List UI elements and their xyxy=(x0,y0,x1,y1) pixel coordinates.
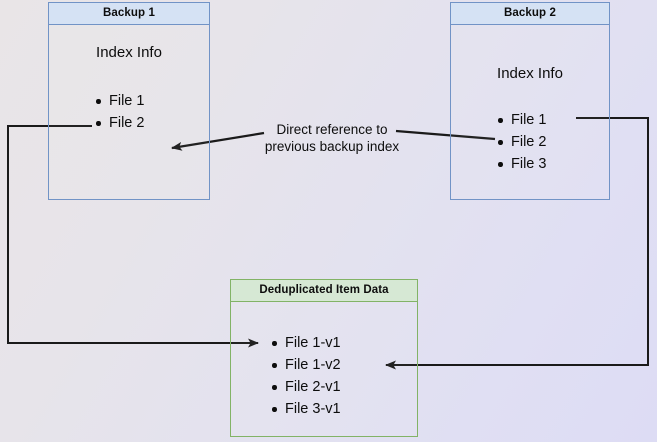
backup-2-index-label: Index Info xyxy=(497,65,563,82)
annotation-line-1: Direct reference to xyxy=(276,122,388,137)
deduplicated-item-data-body: File 1-v1 File 1-v2 File 2-v1 File 3-v1 xyxy=(231,302,417,436)
list-item[interactable]: File 1 xyxy=(95,90,144,112)
list-item[interactable]: File 3 xyxy=(497,153,546,175)
list-item[interactable]: File 3-v1 xyxy=(271,398,341,420)
backup-2-box[interactable]: Backup 2 Index Info File 1 File 2 File 3 xyxy=(450,2,610,200)
backup-2-body: Index Info File 1 File 2 File 3 xyxy=(451,25,609,199)
connector-backup1-to-dedup xyxy=(7,125,259,348)
backup-1-body: Index Info File 1 File 2 xyxy=(49,25,209,199)
deduplicated-item-data-box[interactable]: Deduplicated Item Data File 1-v1 File 1-… xyxy=(230,279,418,437)
backup-2-file-list: File 1 File 2 File 3 xyxy=(497,109,546,175)
list-item[interactable]: File 2 xyxy=(95,112,144,134)
list-item[interactable]: File 1-v2 xyxy=(271,354,341,376)
list-item[interactable]: File 1 xyxy=(497,109,546,131)
list-item[interactable]: File 2 xyxy=(497,131,546,153)
connector-backup2-index-to-label xyxy=(395,129,496,141)
deduplicated-item-data-header: Deduplicated Item Data xyxy=(231,280,417,302)
backup-1-header: Backup 1 xyxy=(49,3,209,25)
backup-2-header: Backup 2 xyxy=(451,3,609,25)
backup-1-index-label: Index Info xyxy=(96,44,162,61)
connector-label-to-backup1-index xyxy=(171,131,265,151)
dedup-file-list: File 1-v1 File 1-v2 File 2-v1 File 3-v1 xyxy=(271,332,341,420)
direct-reference-annotation: Direct reference to previous backup inde… xyxy=(246,121,418,155)
list-item[interactable]: File 2-v1 xyxy=(271,376,341,398)
connector-backup2-to-dedup xyxy=(385,117,649,370)
annotation-line-2: previous backup index xyxy=(264,139,400,154)
list-item[interactable]: File 1-v1 xyxy=(271,332,341,354)
backup-1-box[interactable]: Backup 1 Index Info File 1 File 2 xyxy=(48,2,210,200)
backup-1-file-list: File 1 File 2 xyxy=(95,90,144,134)
